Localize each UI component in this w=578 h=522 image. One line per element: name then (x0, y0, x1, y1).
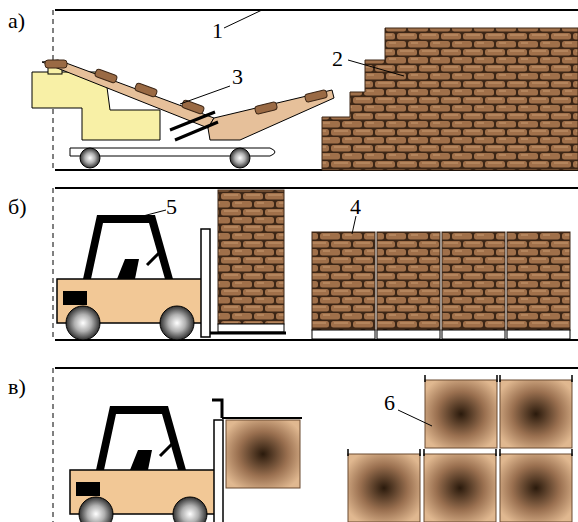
pallet-load (377, 232, 440, 330)
bag (94, 68, 117, 83)
callout-number: 6 (384, 392, 395, 414)
leader-line (398, 410, 432, 426)
pallet (377, 330, 440, 339)
pallet-load (507, 232, 570, 330)
callout-number: 3 (232, 66, 243, 88)
big-bag (500, 380, 572, 448)
big-bag (425, 380, 497, 448)
big-bag (226, 420, 300, 488)
panel-letter: б) (8, 196, 27, 218)
big-bag (348, 454, 420, 522)
leader-line (120, 210, 166, 222)
bag (304, 89, 327, 102)
forklift (57, 215, 210, 340)
pallet-load (442, 232, 505, 330)
ceiling-line (55, 9, 578, 11)
pallet (507, 330, 570, 339)
callout-number: 1 (212, 20, 223, 42)
ceiling-line (55, 367, 578, 369)
loader-arm (170, 112, 218, 140)
pallet-load (218, 190, 284, 324)
loader-wheel (80, 148, 100, 168)
bag (134, 82, 157, 97)
conveyor (208, 90, 334, 140)
callout-number: 5 (166, 196, 177, 218)
leader-line (224, 10, 262, 28)
ceiling-line (55, 187, 578, 189)
panel-letter: а) (8, 10, 25, 32)
callout-number: 2 (332, 48, 343, 70)
conveyor (42, 60, 214, 128)
fork (222, 417, 302, 419)
wall-line (53, 368, 54, 522)
bag (181, 99, 204, 114)
leader-line (348, 60, 404, 76)
bag (45, 60, 67, 68)
pallet (312, 330, 375, 339)
bag-stack (322, 28, 578, 170)
leader-line (180, 86, 230, 104)
bag (254, 101, 277, 114)
big-bag (424, 454, 496, 522)
pallet (218, 324, 284, 332)
wall-line (53, 188, 54, 340)
leader-line (352, 216, 356, 234)
big-bag (500, 454, 572, 522)
fork (210, 332, 286, 335)
pallet-load (312, 232, 375, 330)
forklift (70, 406, 223, 522)
fork-hook (212, 400, 222, 418)
callout-number: 4 (350, 196, 361, 218)
bag-loop (348, 375, 572, 456)
loader-wheel (230, 148, 250, 168)
pallet (442, 330, 505, 339)
panel-letter: в) (8, 376, 26, 398)
